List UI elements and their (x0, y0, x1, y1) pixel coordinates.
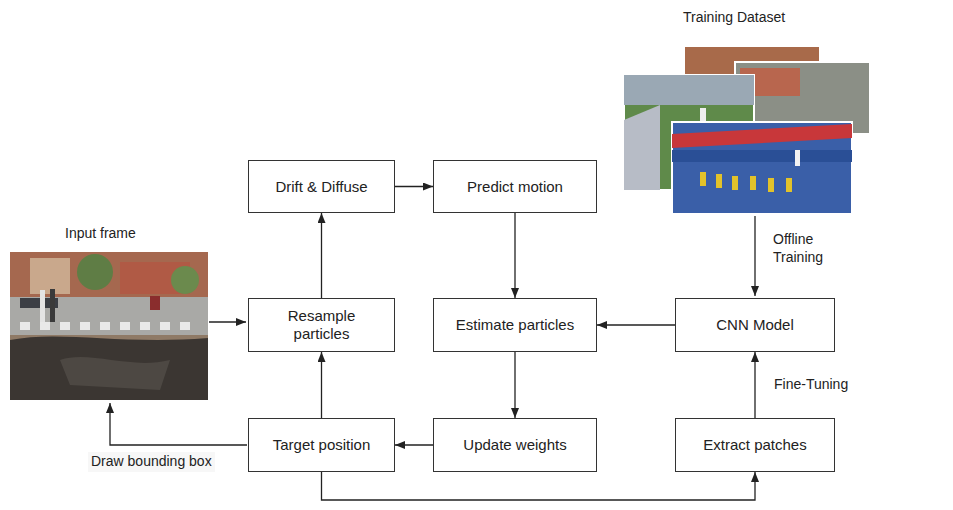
flow-arrow (514, 352, 515, 418)
process-box: Resample particles (248, 298, 395, 352)
annotation-label: Draw bounding box (88, 452, 215, 472)
flow-arrow (321, 352, 322, 418)
box-label: Drift & Diffuse (275, 178, 367, 196)
flow-arrow (395, 444, 433, 445)
box-label: CNN Model (716, 316, 794, 334)
process-box: Predict motion (433, 160, 597, 213)
flow-arrow (321, 213, 322, 298)
box-label: Resample particles (277, 307, 367, 343)
process-box: Drift & Diffuse (248, 160, 395, 213)
process-box: Estimate particles (433, 298, 597, 352)
flow-arrow (597, 324, 675, 325)
flow-arrow (514, 213, 515, 298)
annotation-label: Input frame (62, 224, 139, 244)
bounding-box-arrow (110, 403, 247, 445)
box-label: Estimate particles (456, 316, 574, 334)
input-frame-photo (10, 252, 208, 400)
flow-arrow (322, 472, 756, 500)
edge-label: Fine-Tuning (771, 375, 851, 395)
process-box: Target position (248, 418, 395, 472)
flow-arrow (395, 186, 433, 187)
input-arrow (209, 321, 246, 322)
box-label: Update weights (463, 436, 566, 454)
annotation-label: Offline Training (770, 230, 848, 267)
training-dataset-photos (624, 46, 870, 214)
box-label: Predict motion (467, 178, 563, 196)
process-box: CNN Model (675, 298, 835, 352)
annotation-label: Training Dataset (680, 8, 788, 28)
process-box: Extract patches (675, 418, 835, 472)
box-label: Extract patches (703, 436, 806, 454)
offline-training-arrow (754, 216, 755, 296)
process-box: Update weights (433, 418, 597, 472)
box-label: Target position (273, 436, 371, 454)
flow-arrow (754, 352, 755, 418)
